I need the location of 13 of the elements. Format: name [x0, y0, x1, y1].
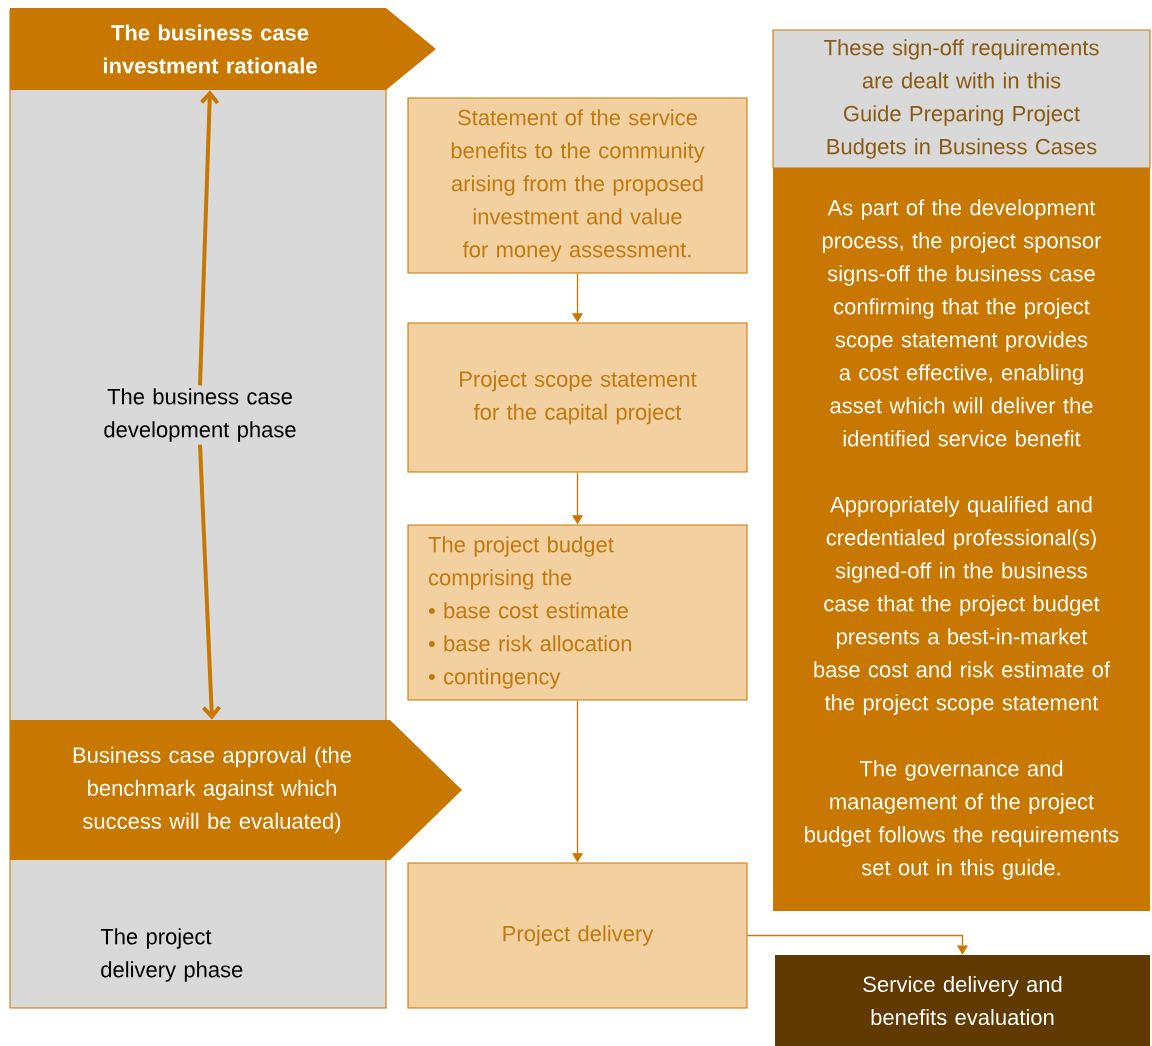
process-box: The project budget comprising the • base cost estimate • base risk allocation • contingency: [407, 524, 748, 701]
chevron: The business case investment rationale: [10, 8, 436, 90]
chevron: Business case approval (the benchmark against which success will be evaluated): [10, 720, 462, 860]
arrow: [198, 444, 222, 720]
process-box: Project delivery: [407, 862, 748, 1009]
process-box: Statement of the service benefits to the community arising from the proposed investment and value for money assessment.: [407, 97, 748, 274]
arrow: [746, 934, 968, 955]
arrow: [198, 90, 220, 386]
phase-label: The business case development phase: [104, 388, 296, 442]
outcome-box: Service delivery and benefits evaluation: [775, 955, 1150, 1046]
process-box: Project scope statement for the capital project: [407, 322, 748, 473]
requirements-box: As part of the development process, the project sponsor signs-off the business case confirming that the project scope statement provides a cost effective, enabling asset which will deliver the identified service benefit Appropriately qualified and credentialed professional(s) signed-off in the business case that the project budget presents a best-in-market base cost and risk estimate of the project scope statement The governance and management of the project budget follows the requirements set out in this guide.: [773, 168, 1150, 911]
note-box: These sign-off requirements are dealt with in this Guide Preparing Project Budgets in Business Cases: [772, 29, 1151, 169]
